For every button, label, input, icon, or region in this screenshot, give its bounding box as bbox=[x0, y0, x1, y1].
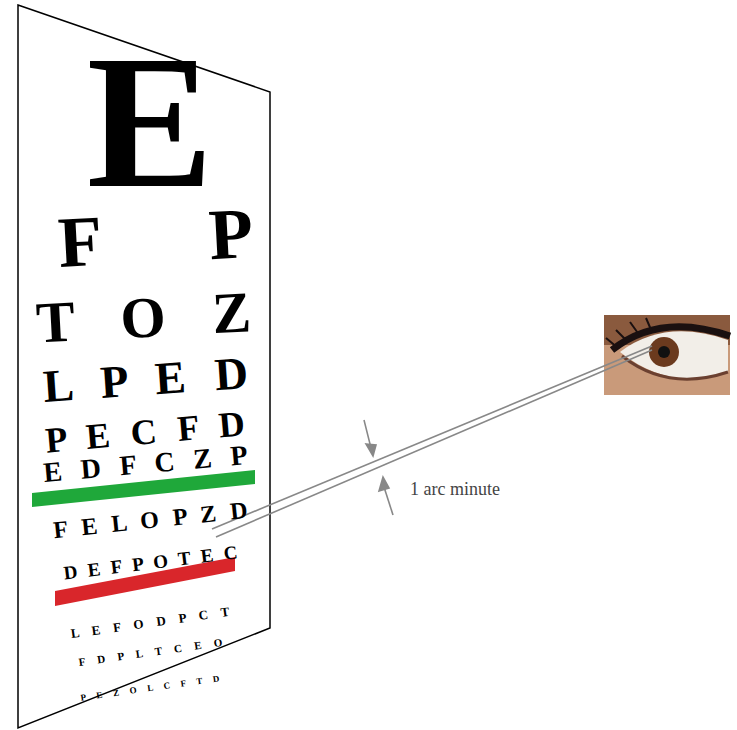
chart-letters: D E F P O T E C bbox=[62, 542, 238, 582]
chart-letters: L E F O D P C T bbox=[70, 604, 230, 639]
chart-letters: P E Z O L C F T D bbox=[80, 674, 220, 702]
eye-picture bbox=[604, 315, 730, 395]
angle-arrows bbox=[364, 420, 393, 515]
chart-letters: L P E D bbox=[41, 350, 249, 410]
chart-letters: T O Z bbox=[34, 283, 252, 352]
chart-letters: F P bbox=[56, 197, 255, 279]
eye-chart bbox=[18, 5, 270, 728]
chart-letters: F D P L T C E O bbox=[77, 636, 222, 667]
chart-letters: E bbox=[87, 27, 214, 217]
angle-label: 1 arc minute bbox=[410, 480, 500, 500]
sight-lines bbox=[212, 346, 652, 537]
chart-letters: F E L O P Z D bbox=[52, 498, 248, 542]
